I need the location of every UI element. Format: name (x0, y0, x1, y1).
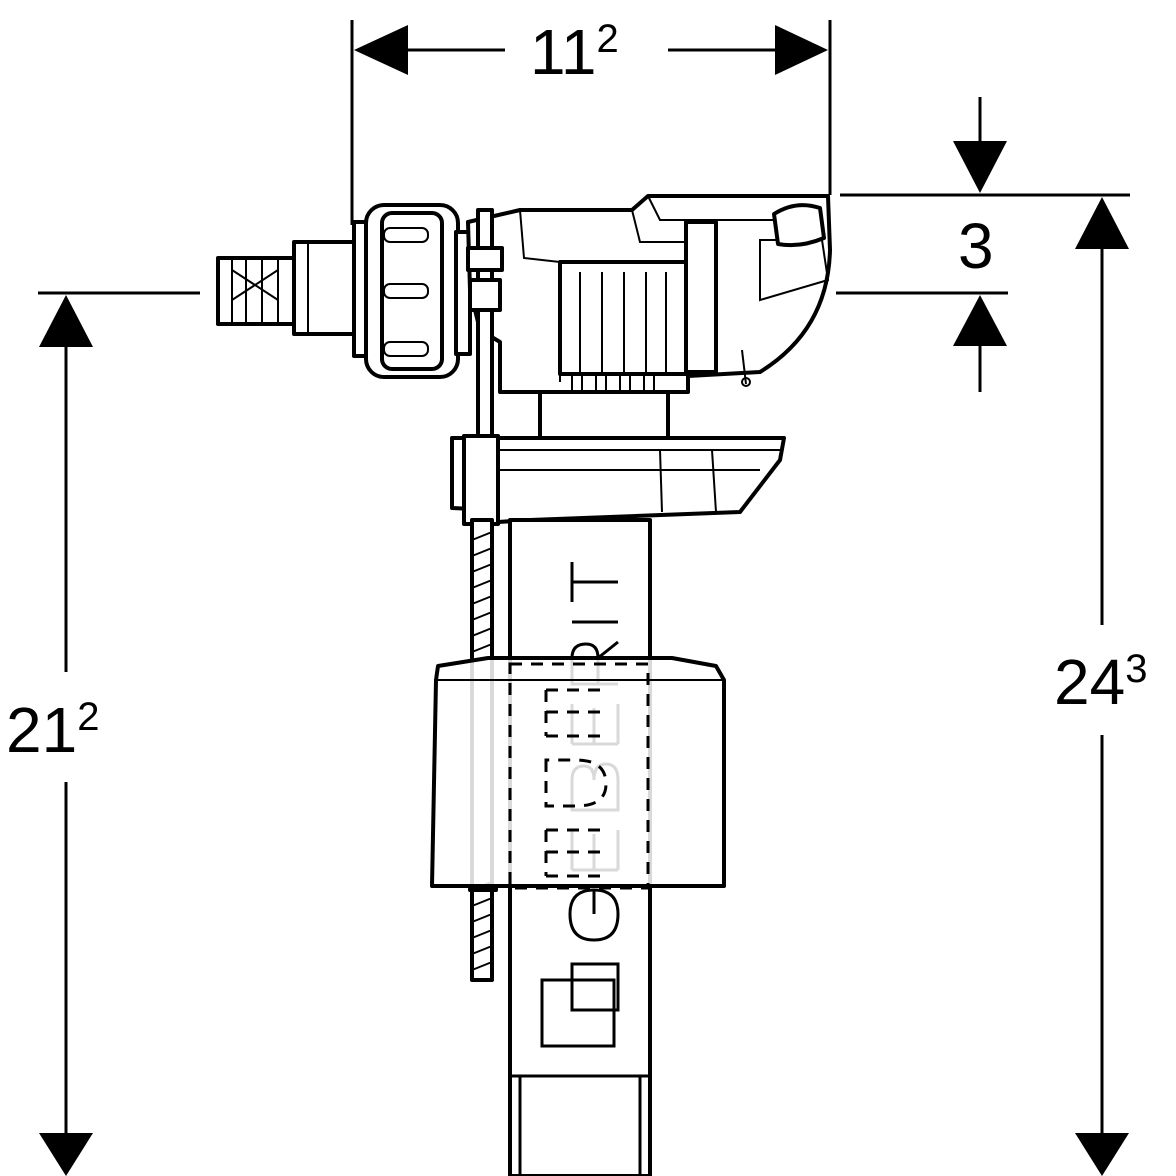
dimension-height-right: 243 (1054, 197, 1147, 1176)
svg-text:3: 3 (958, 210, 994, 282)
arrow-down-icon (953, 141, 1007, 193)
hidden-lettering (544, 688, 608, 878)
valve-lower-body (538, 390, 670, 442)
dimension-width-value: 11 (530, 16, 596, 88)
arrow-up-icon (39, 295, 93, 347)
valve-head (466, 194, 832, 395)
float-cup (450, 434, 786, 526)
dimension-width-top: 112 (350, 16, 832, 225)
arrow-down-icon (1075, 1133, 1129, 1176)
dimension-height-small-value: 3 (958, 210, 994, 282)
svg-text:212: 212 (6, 694, 99, 766)
arrow-up-icon (1075, 197, 1129, 249)
dimension-height-small: 3 (836, 97, 1130, 392)
union-nut (364, 203, 472, 379)
arrow-left-icon (354, 25, 408, 75)
dimension-height-right-superscript: 3 (1125, 647, 1147, 691)
dimension-height-right-value: 24 (1054, 646, 1125, 718)
dimension-width-superscript: 2 (596, 17, 618, 61)
arrow-up-icon (953, 295, 1007, 346)
arrow-down-icon (39, 1133, 93, 1176)
dimension-height-left-superscript: 2 (77, 695, 99, 739)
arrow-right-icon (775, 25, 828, 75)
svg-text:243: 243 (1054, 646, 1147, 718)
lower-float (430, 656, 726, 892)
svg-text:112: 112 (530, 16, 619, 88)
square-outline-icon (540, 978, 616, 1048)
dimension-height-left: 212 (6, 291, 200, 1176)
fill-valve (216, 194, 832, 1176)
dimension-height-left-value: 21 (6, 694, 77, 766)
inlet-connector (216, 220, 370, 358)
